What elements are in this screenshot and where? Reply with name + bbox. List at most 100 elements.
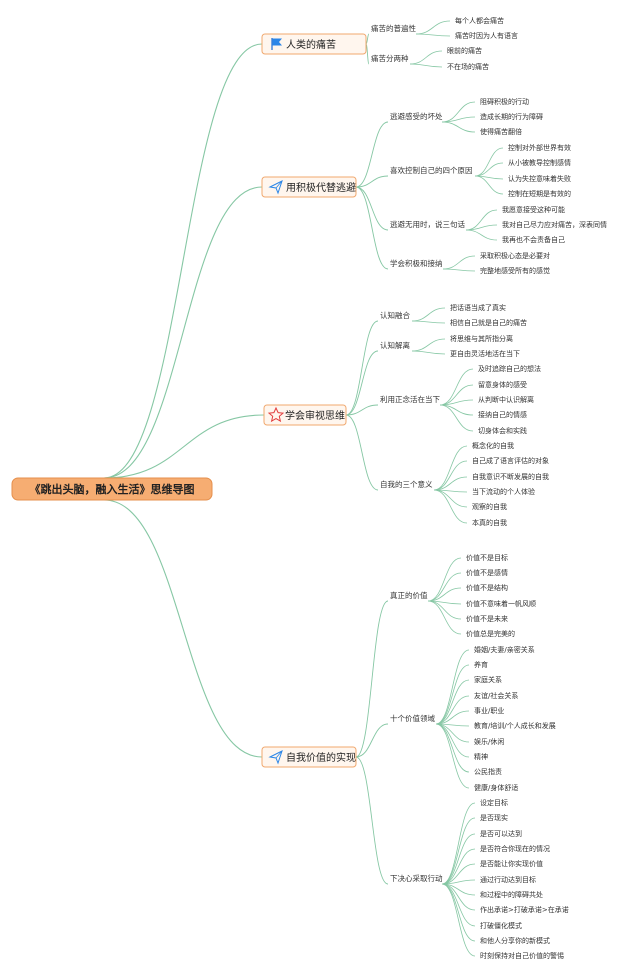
leaf-item[interactable]: 采取积极心态是必要对 — [480, 251, 550, 260]
leaf-item[interactable]: 自我意识不断发展的自我 — [472, 472, 549, 481]
leaf-item[interactable]: 留意身体的感受 — [478, 380, 527, 389]
branch-title: 人类的痛苦 — [286, 38, 336, 51]
star-icon — [267, 406, 285, 423]
leaf-item[interactable]: 是否可以达到 — [480, 829, 522, 838]
connector-line — [442, 255, 476, 270]
leaf-item[interactable]: 造成长期的行为障碍 — [480, 112, 543, 121]
leaf-item[interactable]: 教育/培训/个人成长和发展 — [474, 721, 556, 730]
leaf-item[interactable]: 作出承诺>打破承诺>在承诺 — [480, 905, 569, 914]
subtopic-label[interactable]: 学会积极和接纳 — [390, 258, 443, 268]
leaf-item[interactable]: 不在场的痛苦 — [447, 62, 489, 71]
leaf-item[interactable]: 控制对外部世界有效 — [508, 143, 571, 152]
leaf-item[interactable]: 时刻保持对自己价值的警惕 — [480, 951, 564, 960]
leaf-item[interactable]: 是否符合你现在的情况 — [480, 844, 550, 853]
connector-line — [441, 101, 476, 123]
leaf-item[interactable]: 价值不意味着一帆风顺 — [466, 599, 536, 608]
branch-node-positive[interactable]: 用积极代替逃避 — [261, 176, 357, 198]
leaf-item[interactable]: 从小被教导控制感情 — [508, 158, 571, 167]
leaf-item[interactable]: 控制在短期是有效的 — [508, 189, 571, 198]
connector-line — [345, 404, 379, 416]
leaf-item[interactable]: 价值不是感情 — [466, 568, 508, 577]
leaf-item[interactable]: 是否能让你实现价值 — [480, 859, 543, 868]
leaf-item[interactable]: 我愿意接受这种可能 — [502, 205, 565, 214]
connector-line — [427, 557, 462, 602]
subtopic-label[interactable]: 痛苦的普遍性 — [371, 23, 416, 33]
subtopic-label[interactable]: 利用正念活在当下 — [380, 394, 440, 404]
subtopic-label[interactable]: 喜欢控制自己的四个原因 — [390, 165, 473, 175]
leaf-item[interactable]: 本真的自我 — [472, 518, 507, 527]
connector-line — [435, 710, 470, 725]
connector-line — [435, 649, 470, 725]
leaf-item[interactable]: 通过行动达到目标 — [480, 875, 536, 884]
connector-line — [435, 723, 470, 789]
leaf-item[interactable]: 观察的自我 — [472, 502, 507, 511]
subtopic-label[interactable]: 认知解离 — [380, 340, 410, 350]
leaf-item[interactable]: 我对自己尽力应对痛苦，深表同情 — [502, 220, 607, 229]
leaf-item[interactable]: 友谊/社会关系 — [474, 691, 518, 700]
leaf-item[interactable]: 自己成了语言评估的对象 — [472, 456, 549, 465]
leaf-item[interactable]: 接纳自己的情感 — [478, 410, 527, 419]
connector-line — [355, 186, 389, 231]
subtopic-label[interactable]: 逃避无用时，说三句话 — [390, 219, 465, 229]
leaf-item[interactable]: 每个人都会痛苦 — [455, 16, 504, 25]
subtopic-label[interactable]: 真正的价值 — [390, 590, 428, 600]
leaf-item[interactable]: 娱乐/休闲 — [474, 737, 504, 746]
leaf-item[interactable]: 价值不是未来 — [466, 614, 508, 623]
subtopic-label[interactable]: 下决心采取行动 — [390, 873, 443, 883]
leaf-item[interactable]: 相信自己就是自己的痛苦 — [450, 318, 527, 327]
leaf-item[interactable]: 养育 — [474, 660, 488, 669]
connector-line — [433, 489, 468, 524]
leaf-item[interactable]: 价值不是结构 — [466, 583, 508, 592]
leaf-item[interactable]: 完整地感受所有的感觉 — [480, 266, 550, 275]
leaf-item[interactable]: 及时追踪自己的想法 — [478, 364, 541, 373]
leaf-item[interactable]: 把话语当成了真实 — [450, 303, 506, 312]
leaf-item[interactable]: 是否现实 — [480, 813, 508, 822]
connector-line — [103, 186, 263, 479]
leaf-item[interactable]: 价值总是完美的 — [466, 629, 515, 638]
leaf-item[interactable]: 痛苦时因为人有语言 — [455, 31, 518, 40]
leaf-item[interactable]: 事业/职业 — [474, 706, 504, 715]
connector-line — [435, 723, 470, 773]
subtopic-label[interactable]: 认知融合 — [380, 310, 410, 320]
connector-line — [355, 186, 389, 270]
leaf-item[interactable]: 从判断中认识解离 — [478, 395, 534, 404]
leaf-item[interactable]: 眼前的痛苦 — [447, 46, 482, 55]
leaf-item[interactable]: 我再也不会责备自己 — [502, 235, 565, 244]
branch-node-thinking[interactable]: 学会审视思维 — [263, 404, 347, 426]
subtopic-label[interactable]: 痛苦分两种 — [371, 53, 409, 63]
subtopic-label[interactable]: 逃避感受的坏处 — [390, 111, 443, 121]
leaf-item[interactable]: 概念化的自我 — [472, 441, 514, 450]
leaf-item[interactable]: 和过程中的障碍共处 — [480, 890, 543, 899]
leaf-item[interactable]: 使得痛苦翻倍 — [480, 127, 522, 136]
leaf-item[interactable]: 和他人分享你的新模式 — [480, 936, 550, 945]
leaf-item[interactable]: 更自由灵活地活在当下 — [450, 349, 520, 358]
connector-line — [415, 20, 451, 35]
subtopic-label[interactable]: 自我的三个意义 — [380, 479, 433, 489]
leaf-item[interactable]: 公民指责 — [474, 767, 502, 776]
leaf-item[interactable]: 将思维与其所指分离 — [450, 334, 513, 343]
connector-line — [409, 63, 443, 68]
leaf-item[interactable]: 婚姻/夫妻/亲密关系 — [474, 645, 535, 654]
leaf-item[interactable]: 阻碍积极的行动 — [480, 97, 529, 106]
leaf-item[interactable]: 当下流动的个人体验 — [472, 487, 535, 496]
leaf-item[interactable]: 设定目标 — [480, 798, 508, 807]
subtopic-label[interactable]: 十个价值领域 — [390, 713, 435, 723]
leaf-item[interactable]: 健康/身体舒适 — [474, 783, 518, 792]
branch-node-values[interactable]: 自我价值的实现 — [261, 746, 357, 768]
branch-node-suffering[interactable]: 人类的痛苦 — [261, 33, 367, 55]
connector-line — [411, 350, 446, 355]
root-node[interactable]: 《跳出头脑，融入生活》思维导图 — [11, 477, 213, 501]
leaf-item[interactable]: 认为失控意味着失败 — [508, 174, 571, 183]
connector-line — [474, 147, 504, 177]
leaf-item[interactable]: 价值不是目标 — [466, 553, 508, 562]
connector-line — [441, 883, 476, 911]
connector-line — [345, 320, 379, 416]
connector-line — [441, 883, 476, 942]
flag-icon — [271, 38, 282, 50]
leaf-item[interactable]: 切身体会和实践 — [478, 426, 527, 435]
leaf-item[interactable]: 打破僵化模式 — [480, 921, 522, 930]
connector-line — [355, 756, 389, 885]
leaf-item[interactable]: 家庭关系 — [474, 675, 502, 684]
leaf-item[interactable]: 精神 — [474, 752, 488, 761]
